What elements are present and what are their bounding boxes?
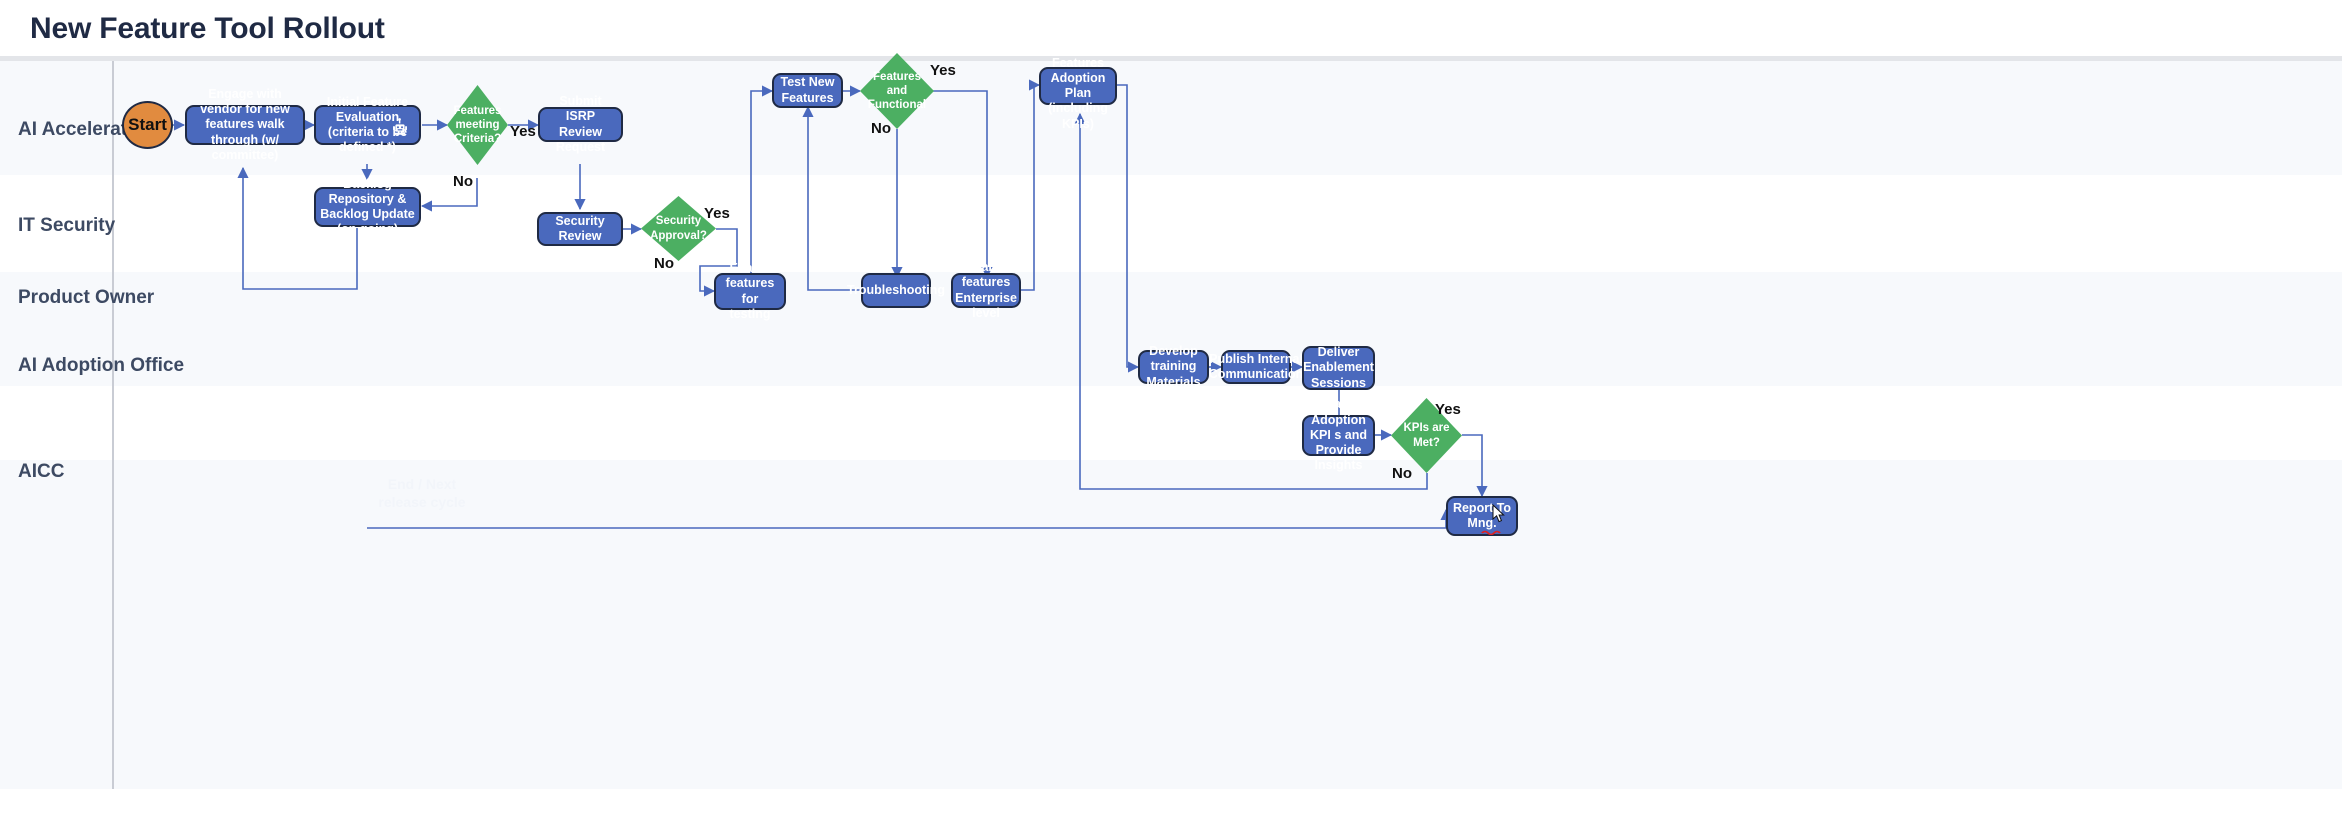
lane-ai-adoption-office (0, 386, 2342, 460)
node-security-approval-label: Security Approval? (650, 215, 707, 242)
node-troubleshooting[interactable]: Troubleshooting (847, 273, 945, 308)
node-publish-communication-label: Publish Internal Communication (1208, 351, 1304, 381)
node-track-adoption[interactable]: Track Adoption KPI s and Provide Insight… (1302, 397, 1375, 472)
edge-label-criteria-no: No (453, 173, 473, 190)
node-enable-features-enterprise-label: Enable features Enterprise level (955, 260, 1017, 320)
mouse-cursor-icon (1492, 504, 1505, 523)
edge-label-security-yes: Yes (704, 205, 730, 222)
node-engage-vendor[interactable]: Engage with vendor for new features walk… (185, 87, 305, 162)
lane-aicc (0, 460, 2342, 789)
flowchart: Start Engage with vendor for new feature… (0, 40, 2342, 836)
node-enable-features-testing-label: Enable features for testing (725, 261, 775, 321)
edge-label-kpis-yes: Yes (1435, 401, 1461, 418)
lane-label-product-owner: Product Owner (18, 287, 155, 308)
swimlane-canvas: AI Acceleration IT Security Product Owne… (0, 61, 2342, 836)
edge-label-criteria-yes: Yes (510, 123, 536, 140)
title-bar: New Feature Tool Rollout (0, 0, 2342, 61)
node-deliver-enablement-label: Deliver Enablement Sessions (1303, 345, 1374, 390)
node-kpis-met[interactable]: KPIs are Met? (1391, 398, 1462, 473)
node-troubleshooting-label: Troubleshooting (847, 282, 945, 297)
node-enable-features-enterprise[interactable]: Enable features Enterprise level (951, 260, 1021, 320)
lane-label-ai-adoption-office: AI Adoption Office (18, 355, 185, 376)
node-security-review-label: Security Review (555, 213, 605, 243)
node-deliver-enablement[interactable]: Deliver Enablement Sessions (1302, 345, 1375, 390)
node-engage-vendor-label: Engage with vendor for new features walk… (200, 86, 290, 162)
node-security-approval[interactable]: Security Approval? (641, 196, 716, 261)
node-features-and-functional-label: Features and Functional (867, 70, 927, 111)
node-report-to-mng[interactable]: Report To Mng. (1446, 496, 1518, 536)
node-develop-training[interactable]: Develop training Materials (1138, 344, 1209, 389)
page-title: New Feature Tool Rollout (30, 12, 385, 45)
node-start-label: Start (128, 114, 167, 134)
edge-label-functional-yes: Yes (930, 62, 956, 79)
node-features-meeting-criteria[interactable]: Features meeting Criteria? (447, 85, 508, 165)
title-divider (0, 56, 2342, 61)
node-features-and-functional[interactable]: Features and Functional (860, 53, 934, 129)
node-test-new-features-label: Test New Features (780, 75, 835, 105)
lane-label-ai-acceleration: AI Acceleration (18, 119, 156, 140)
node-submit-isrp-label: Submit ISRP Review Request (555, 94, 606, 154)
edge-label-functional-no: No (871, 120, 891, 137)
node-start[interactable]: Start (122, 101, 173, 149)
node-backlog-repository[interactable]: Backlog Repository & Backlog Update (on … (314, 177, 421, 236)
node-publish-communication[interactable]: Publish Internal Communication (1209, 350, 1303, 384)
node-adoption-plan[interactable]: New Features Adoption Plan (including KP… (1039, 40, 1117, 131)
node-end-next-release: End / Next release cycle (378, 476, 466, 510)
edge-label-security-no: No (654, 255, 674, 272)
node-develop-training-label: Develop training Materials (1146, 344, 1201, 389)
node-test-new-features[interactable]: Test New Features (772, 73, 843, 108)
edge-label-kpis-no: No (1392, 465, 1412, 482)
node-enable-features-testing[interactable]: Enable features for testing (714, 261, 786, 321)
node-initial-evaluation-label: Initial Feature Evaluation (criteria to … (326, 94, 409, 155)
lane-label-it-security: IT Security (18, 215, 116, 236)
node-initial-evaluation[interactable]: Initial Feature Evaluation (criteria to … (314, 95, 421, 154)
node-backlog-repository-label: Backlog Repository & Backlog Update (on … (320, 176, 415, 237)
node-security-review[interactable]: Security Review (537, 212, 623, 246)
spellcheck-underline-icon (1481, 531, 1501, 536)
node-features-meeting-criteria-label: Features meeting Criteria? (453, 104, 502, 145)
swimlane-vertical-divider (112, 61, 114, 789)
node-track-adoption-label: Track Adoption KPI s and Provide Insight… (1310, 397, 1367, 473)
lane-label-aicc: AICC (18, 461, 65, 482)
node-kpis-met-label: KPIs are Met? (1403, 422, 1450, 449)
lane-footer-blank (0, 789, 2342, 836)
node-submit-isrp[interactable]: Submit ISRP Review Request (538, 94, 623, 154)
robot-icon (393, 118, 407, 135)
node-adoption-plan-label: New Features Adoption Plan (including KP… (1048, 40, 1108, 131)
